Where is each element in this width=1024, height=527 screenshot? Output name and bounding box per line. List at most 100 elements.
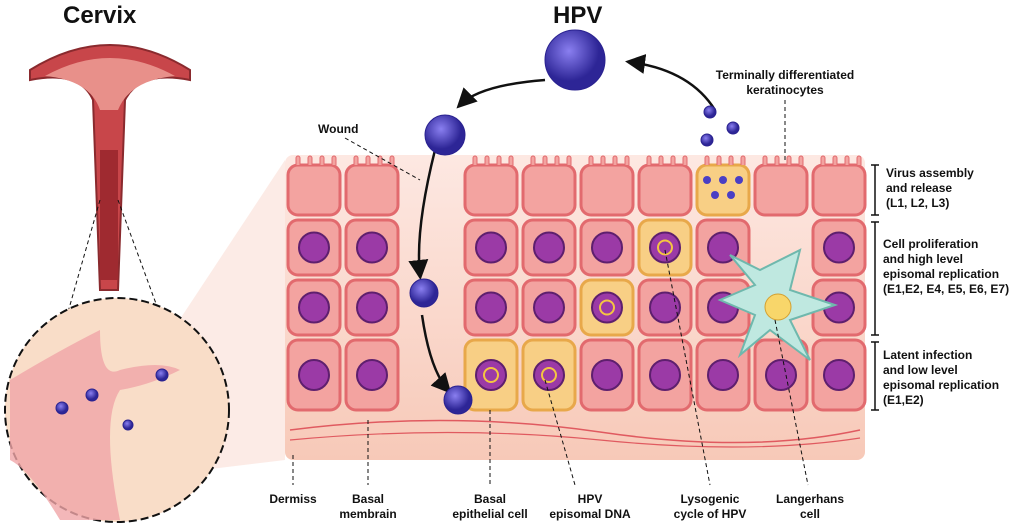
nucleus [649, 291, 681, 324]
microvilli [740, 155, 746, 165]
epithelial-cell [579, 163, 635, 217]
zoom-line [117, 199, 196, 411]
microvilli [670, 155, 676, 165]
microvilli [762, 155, 768, 165]
hpv-virion-icon [122, 419, 134, 431]
epithelial-cell [463, 163, 519, 217]
virion [703, 176, 711, 184]
pointer-lines [292, 100, 809, 486]
hpv-virion-icon [703, 105, 717, 119]
hpv-virion-icon [700, 133, 714, 147]
langerhans-nucleus [764, 293, 792, 321]
cycle-arrow [420, 314, 452, 394]
hpv-virion-icon [85, 388, 99, 402]
cervix-illustration [29, 44, 191, 291]
microvilli [844, 155, 850, 165]
epithelial-cell [286, 163, 342, 217]
microvilli [484, 155, 490, 165]
microvilli [682, 155, 688, 165]
microvilli [365, 155, 371, 165]
nucleus [649, 359, 681, 391]
nucleus [591, 291, 623, 324]
episomal-dna [483, 367, 499, 383]
nucleus [475, 291, 507, 324]
microvilli [472, 155, 478, 165]
microvilli [542, 155, 548, 165]
nucleus [707, 359, 739, 391]
nucleus [298, 359, 330, 391]
nucleus [475, 231, 507, 264]
microvilli [774, 155, 780, 165]
microvilli [508, 155, 514, 165]
microvilli [377, 155, 383, 165]
hpv-virion-icon [55, 401, 69, 415]
cycle-arrow [408, 149, 437, 280]
microvilli [704, 155, 710, 165]
microvilli [600, 155, 606, 165]
basal-membrane-fibers [289, 419, 861, 444]
microvilli [588, 155, 594, 165]
nucleus [533, 231, 565, 264]
stage-brackets [871, 164, 879, 411]
microvilli [820, 155, 826, 165]
hpv-virion-icon [424, 114, 466, 156]
nucleus [356, 231, 388, 264]
microvilli [353, 155, 359, 165]
nucleus [298, 231, 330, 264]
episomal-dna [541, 367, 557, 383]
nucleus [765, 359, 797, 391]
microvilli [331, 155, 337, 165]
epithelial-cell [753, 163, 809, 217]
microvilli [786, 155, 792, 165]
nucleus [533, 359, 565, 391]
microvilli [728, 155, 734, 165]
virion [735, 176, 743, 184]
hpv-virion-icon [409, 278, 439, 308]
cervix-title: Cervix [63, 2, 137, 29]
wound-label: Wound [318, 122, 359, 136]
microvilli [566, 155, 572, 165]
virion [719, 176, 727, 184]
microvilli [307, 155, 313, 165]
virion [711, 191, 719, 199]
microvilli [295, 155, 301, 165]
episomal-dna [599, 299, 615, 316]
hpv-virion-icon [544, 29, 606, 91]
microvilli [832, 155, 838, 165]
microvilli [856, 155, 862, 165]
microvilli [658, 155, 664, 165]
nucleus [823, 359, 855, 391]
microvilli [389, 155, 395, 165]
hpv-virion-icon [443, 385, 473, 415]
hpv-virion-icon [726, 121, 740, 135]
hpv-title: HPV [553, 2, 603, 29]
epithelial-cell [521, 163, 577, 217]
virion [727, 191, 735, 199]
nucleus [823, 231, 855, 264]
microvilli [624, 155, 630, 165]
cycle-arrow [625, 54, 717, 111]
microvilli [530, 155, 536, 165]
episomal-dna [657, 239, 673, 256]
nucleus [591, 231, 623, 264]
epithelium-fold [10, 330, 180, 520]
microvilli [612, 155, 618, 165]
nucleus [649, 231, 681, 264]
microvilli [496, 155, 502, 165]
nucleus [475, 359, 507, 391]
nucleus [533, 291, 565, 324]
cycle-arrow [456, 78, 546, 109]
nucleus [298, 291, 330, 324]
nucleus [591, 359, 623, 391]
dermiss-label: Dermiss [269, 492, 317, 506]
infected-cell [695, 163, 751, 217]
epithelial-cell [637, 163, 693, 217]
